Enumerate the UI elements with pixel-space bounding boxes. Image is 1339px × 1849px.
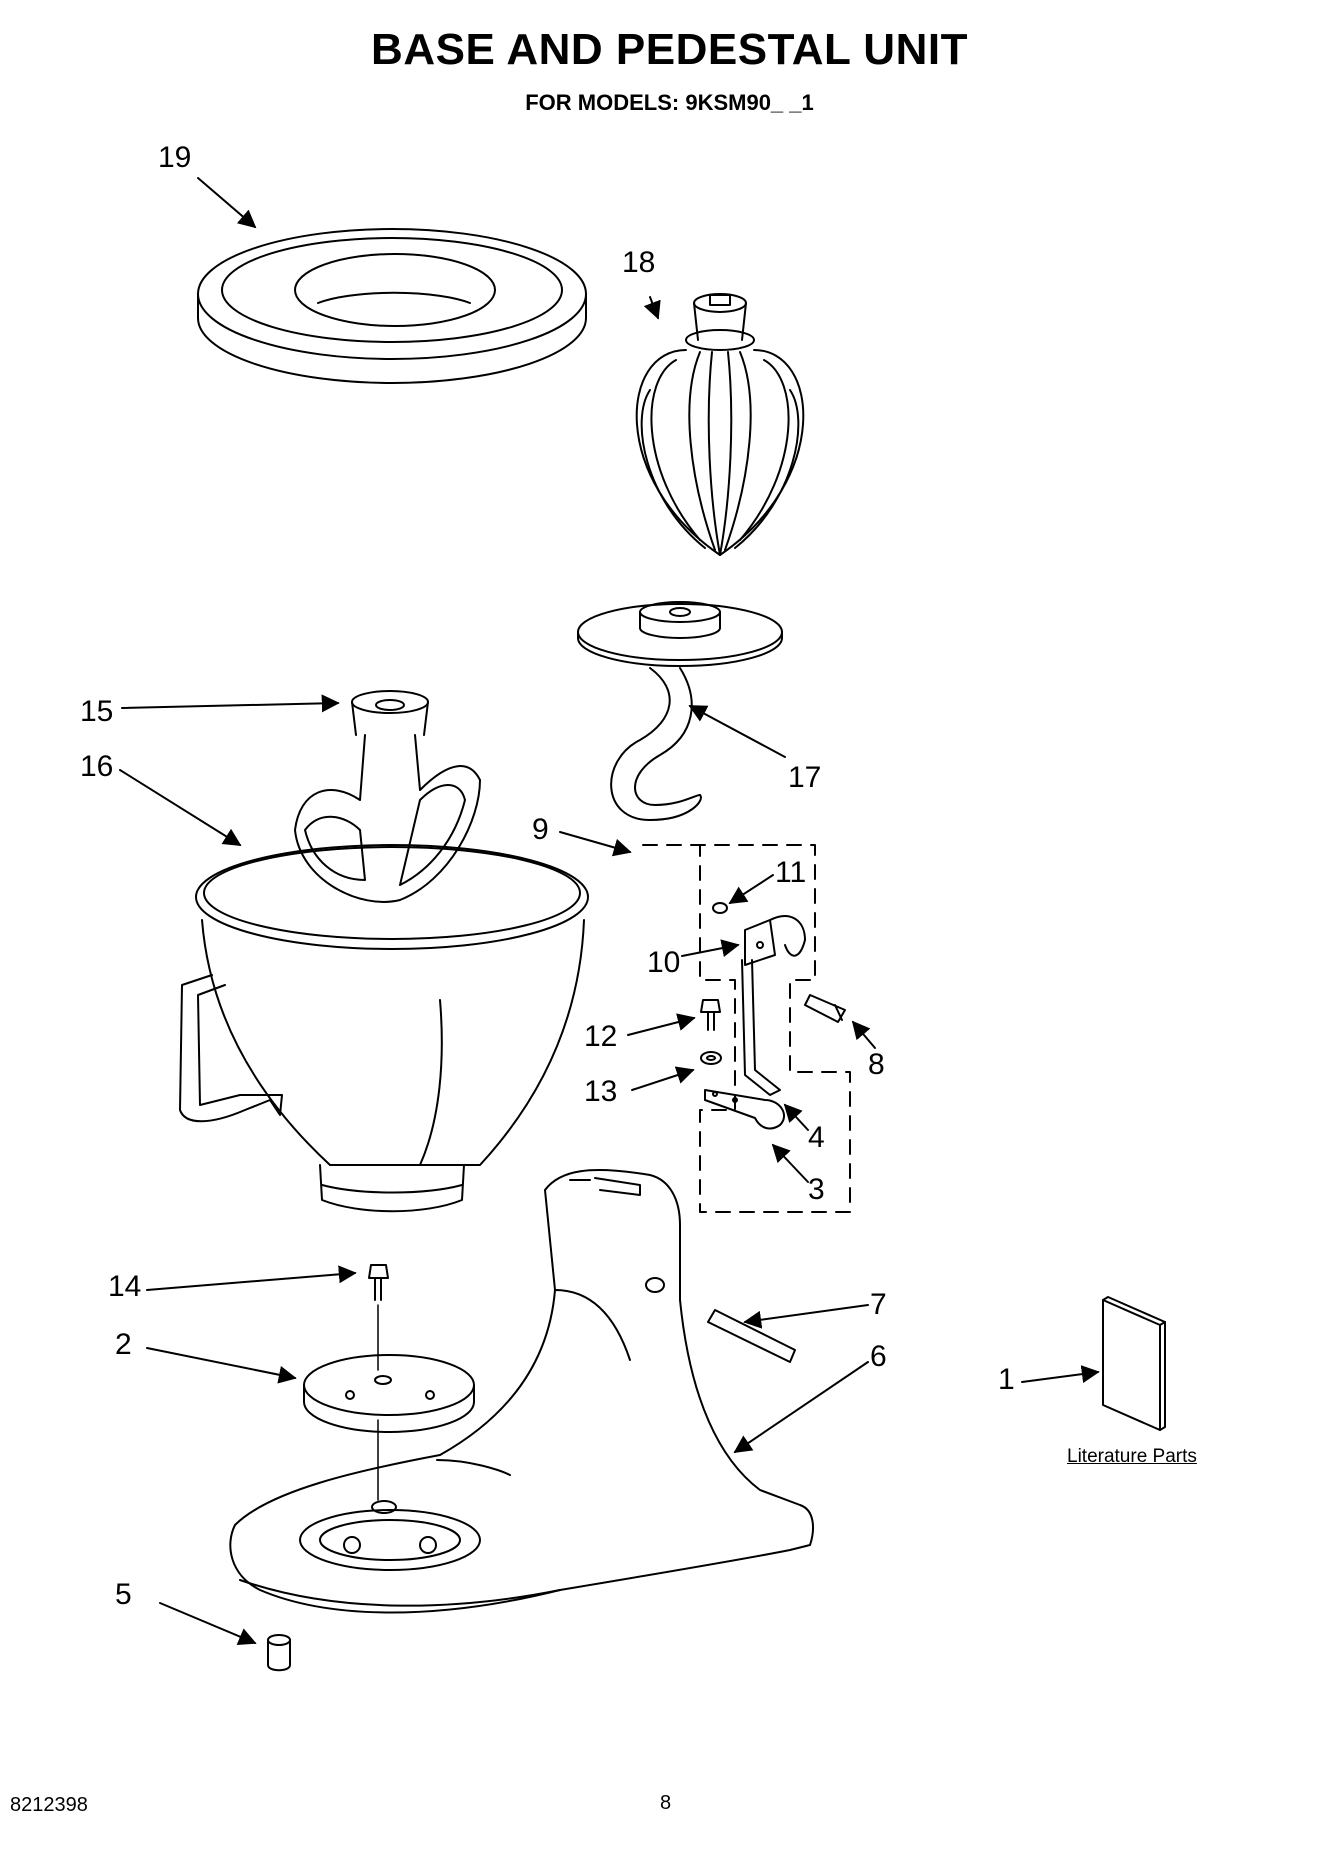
part-10-bracket xyxy=(745,916,805,965)
callout-1: 1 xyxy=(998,1363,1015,1396)
part-3-lever xyxy=(705,1090,784,1129)
callout-19: 19 xyxy=(158,141,192,174)
callout-5: 5 xyxy=(115,1578,132,1611)
models-subtitle: FOR MODELS: 9KSM90_ _1 xyxy=(525,90,814,115)
callout-6: 6 xyxy=(870,1340,887,1373)
part-14-screw xyxy=(369,1265,388,1500)
literature-parts-label: Literature Parts xyxy=(1067,1446,1197,1467)
callout-3: 3 xyxy=(808,1173,825,1206)
callout-7: 7 xyxy=(870,1288,887,1321)
part-2-clamp-plate xyxy=(304,1355,474,1432)
part-1-literature xyxy=(1103,1297,1165,1430)
part-8-pin xyxy=(805,995,845,1022)
part-5-foot xyxy=(268,1635,290,1670)
callout-15: 15 xyxy=(80,695,114,728)
callout-12: 12 xyxy=(584,1020,618,1053)
page-number: 8 xyxy=(660,1792,672,1814)
callout-10: 10 xyxy=(647,946,681,979)
callout-16: 16 xyxy=(80,750,114,783)
callout-14: 14 xyxy=(108,1270,142,1303)
page-title: BASE AND PEDESTAL UNIT xyxy=(371,25,968,74)
leader-lines xyxy=(120,178,1100,1646)
part-7-hinge-pin xyxy=(646,1278,795,1362)
part-18-wire-whip xyxy=(637,294,804,555)
part-13-washer xyxy=(701,1052,721,1064)
part-4-rod xyxy=(742,960,780,1095)
callout-2: 2 xyxy=(115,1328,132,1361)
part-15-flat-beater xyxy=(295,691,480,902)
part-16-mixing-bowl xyxy=(180,845,588,1211)
part-19-ring xyxy=(198,229,586,383)
callout-13: 13 xyxy=(584,1075,618,1108)
part-11-nut xyxy=(713,903,727,913)
document-number: 8212398 xyxy=(10,1794,88,1816)
part-12-screw xyxy=(701,1000,720,1030)
callout-18: 18 xyxy=(622,246,656,279)
part-6-pedestal xyxy=(230,1170,813,1613)
callout-9: 9 xyxy=(532,813,549,846)
callout-11: 11 xyxy=(775,856,807,889)
part-9-assembly-group xyxy=(643,845,850,1212)
callout-17: 17 xyxy=(788,761,822,794)
callout-8: 8 xyxy=(868,1048,885,1081)
part-17-dough-hook xyxy=(578,602,782,820)
callout-4: 4 xyxy=(808,1121,825,1154)
